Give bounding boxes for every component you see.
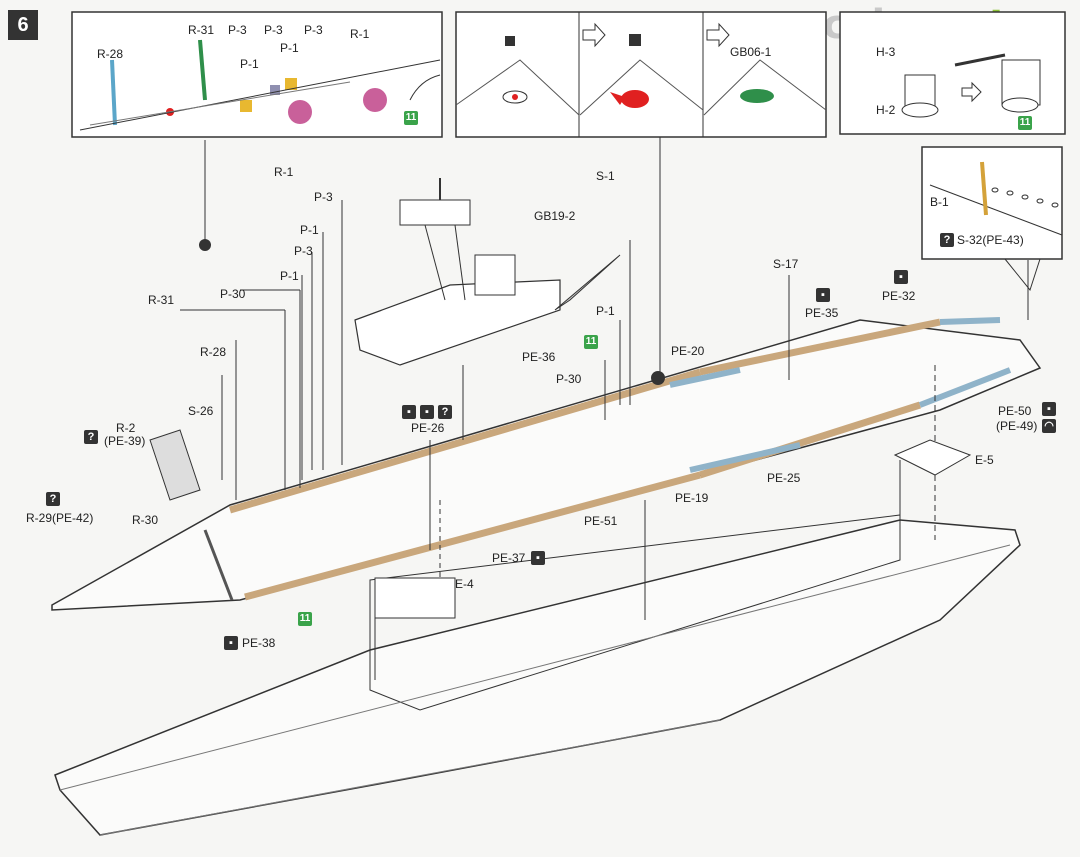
question-icon: ? (940, 233, 954, 247)
pe-icon: ▪ (894, 270, 908, 284)
label-pe32: PE-32 (882, 289, 916, 303)
label-r2: R-2 (116, 421, 136, 435)
green-step-ref-c: 11 (584, 335, 598, 349)
pe-icon: ▪ (531, 551, 545, 565)
label-p1a: P-1 (300, 223, 319, 237)
inset-label-p1b: P-1 (240, 57, 259, 71)
inset-label-p3b: P-3 (264, 23, 283, 37)
step-number: 6 (8, 10, 38, 40)
label-s1: S-1 (596, 169, 615, 183)
inset-label-p3a: P-3 (228, 23, 247, 37)
label-p1b: P-1 (280, 269, 299, 283)
label-p30a: P-30 (220, 287, 246, 301)
deck-wood-strip-upper (229, 368, 701, 514)
hull (54, 519, 1021, 836)
inset-label-s32: S-32(PE-43) (957, 233, 1024, 247)
label-p3b: P-3 (294, 244, 313, 258)
pe-icon: ▪ (816, 288, 830, 302)
label-pe50: PE-50 (998, 404, 1032, 418)
inset-label-p1a: P-1 (280, 41, 299, 55)
inset-top-right (839, 11, 1066, 135)
inset-label-p3c: P-3 (304, 23, 323, 37)
inset-label-gb06-1: GB06-1 (730, 45, 772, 59)
inset-top-left (71, 11, 443, 138)
deck-wood-strip-lower (244, 471, 701, 601)
label-p1c: P-1 (596, 304, 615, 318)
green-step-ref-d: 11 (298, 612, 312, 626)
label-pe25: PE-25 (767, 471, 801, 485)
label-pe20: PE-20 (671, 344, 705, 358)
inset-label-r31: R-31 (188, 23, 215, 37)
question-icon: ? (438, 405, 452, 419)
label-r29: R-29(PE-42) (26, 511, 94, 525)
label-pe26: PE-26 (411, 421, 445, 435)
paint-icon: ▪ (420, 405, 434, 419)
question-icon: ? (84, 430, 98, 444)
pe-39-ladder (149, 429, 201, 501)
flight-deck (51, 319, 1042, 611)
inset-label-h3: H-3 (876, 45, 896, 59)
pe-icon: ▪ (402, 405, 416, 419)
inset-label-b1: B-1 (930, 195, 949, 209)
inset-label-h2: H-2 (876, 103, 896, 117)
label-r31: R-31 (148, 293, 175, 307)
label-s26: S-26 (188, 404, 214, 418)
label-pe39: (PE-39) (104, 434, 146, 448)
label-pe37: PE-37 (492, 551, 526, 565)
label-r1: R-1 (274, 165, 294, 179)
label-p3a: P-3 (314, 190, 333, 204)
label-pe49: (PE-49) (996, 419, 1038, 433)
inset-top-middle (455, 11, 827, 138)
green-step-ref-a: 11 (404, 111, 418, 125)
label-pe35: PE-35 (805, 306, 839, 320)
label-r30: R-30 (132, 513, 159, 527)
label-pe36: PE-36 (522, 350, 556, 364)
inset-label-r28: R-28 (97, 47, 124, 61)
island (354, 279, 561, 366)
label-p30b: P-30 (556, 372, 582, 386)
label-pe38: PE-38 (242, 636, 276, 650)
label-e4: E-4 (455, 577, 474, 591)
label-r28: R-28 (200, 345, 227, 359)
pe-icon: ▪ (1042, 402, 1056, 416)
label-s17: S-17 (773, 257, 799, 271)
pe-icon: ▪ (224, 636, 238, 650)
bend-icon: ◠ (1042, 419, 1056, 433)
question-icon: ? (46, 492, 60, 506)
label-e5: E-5 (975, 453, 994, 467)
inset-label-r1: R-1 (350, 27, 370, 41)
e5-part (893, 439, 972, 476)
label-gb19-2: GB19-2 (534, 209, 576, 223)
green-step-ref-b: 11 (1018, 116, 1032, 130)
label-pe51: PE-51 (584, 514, 618, 528)
label-pe19: PE-19 (675, 491, 709, 505)
